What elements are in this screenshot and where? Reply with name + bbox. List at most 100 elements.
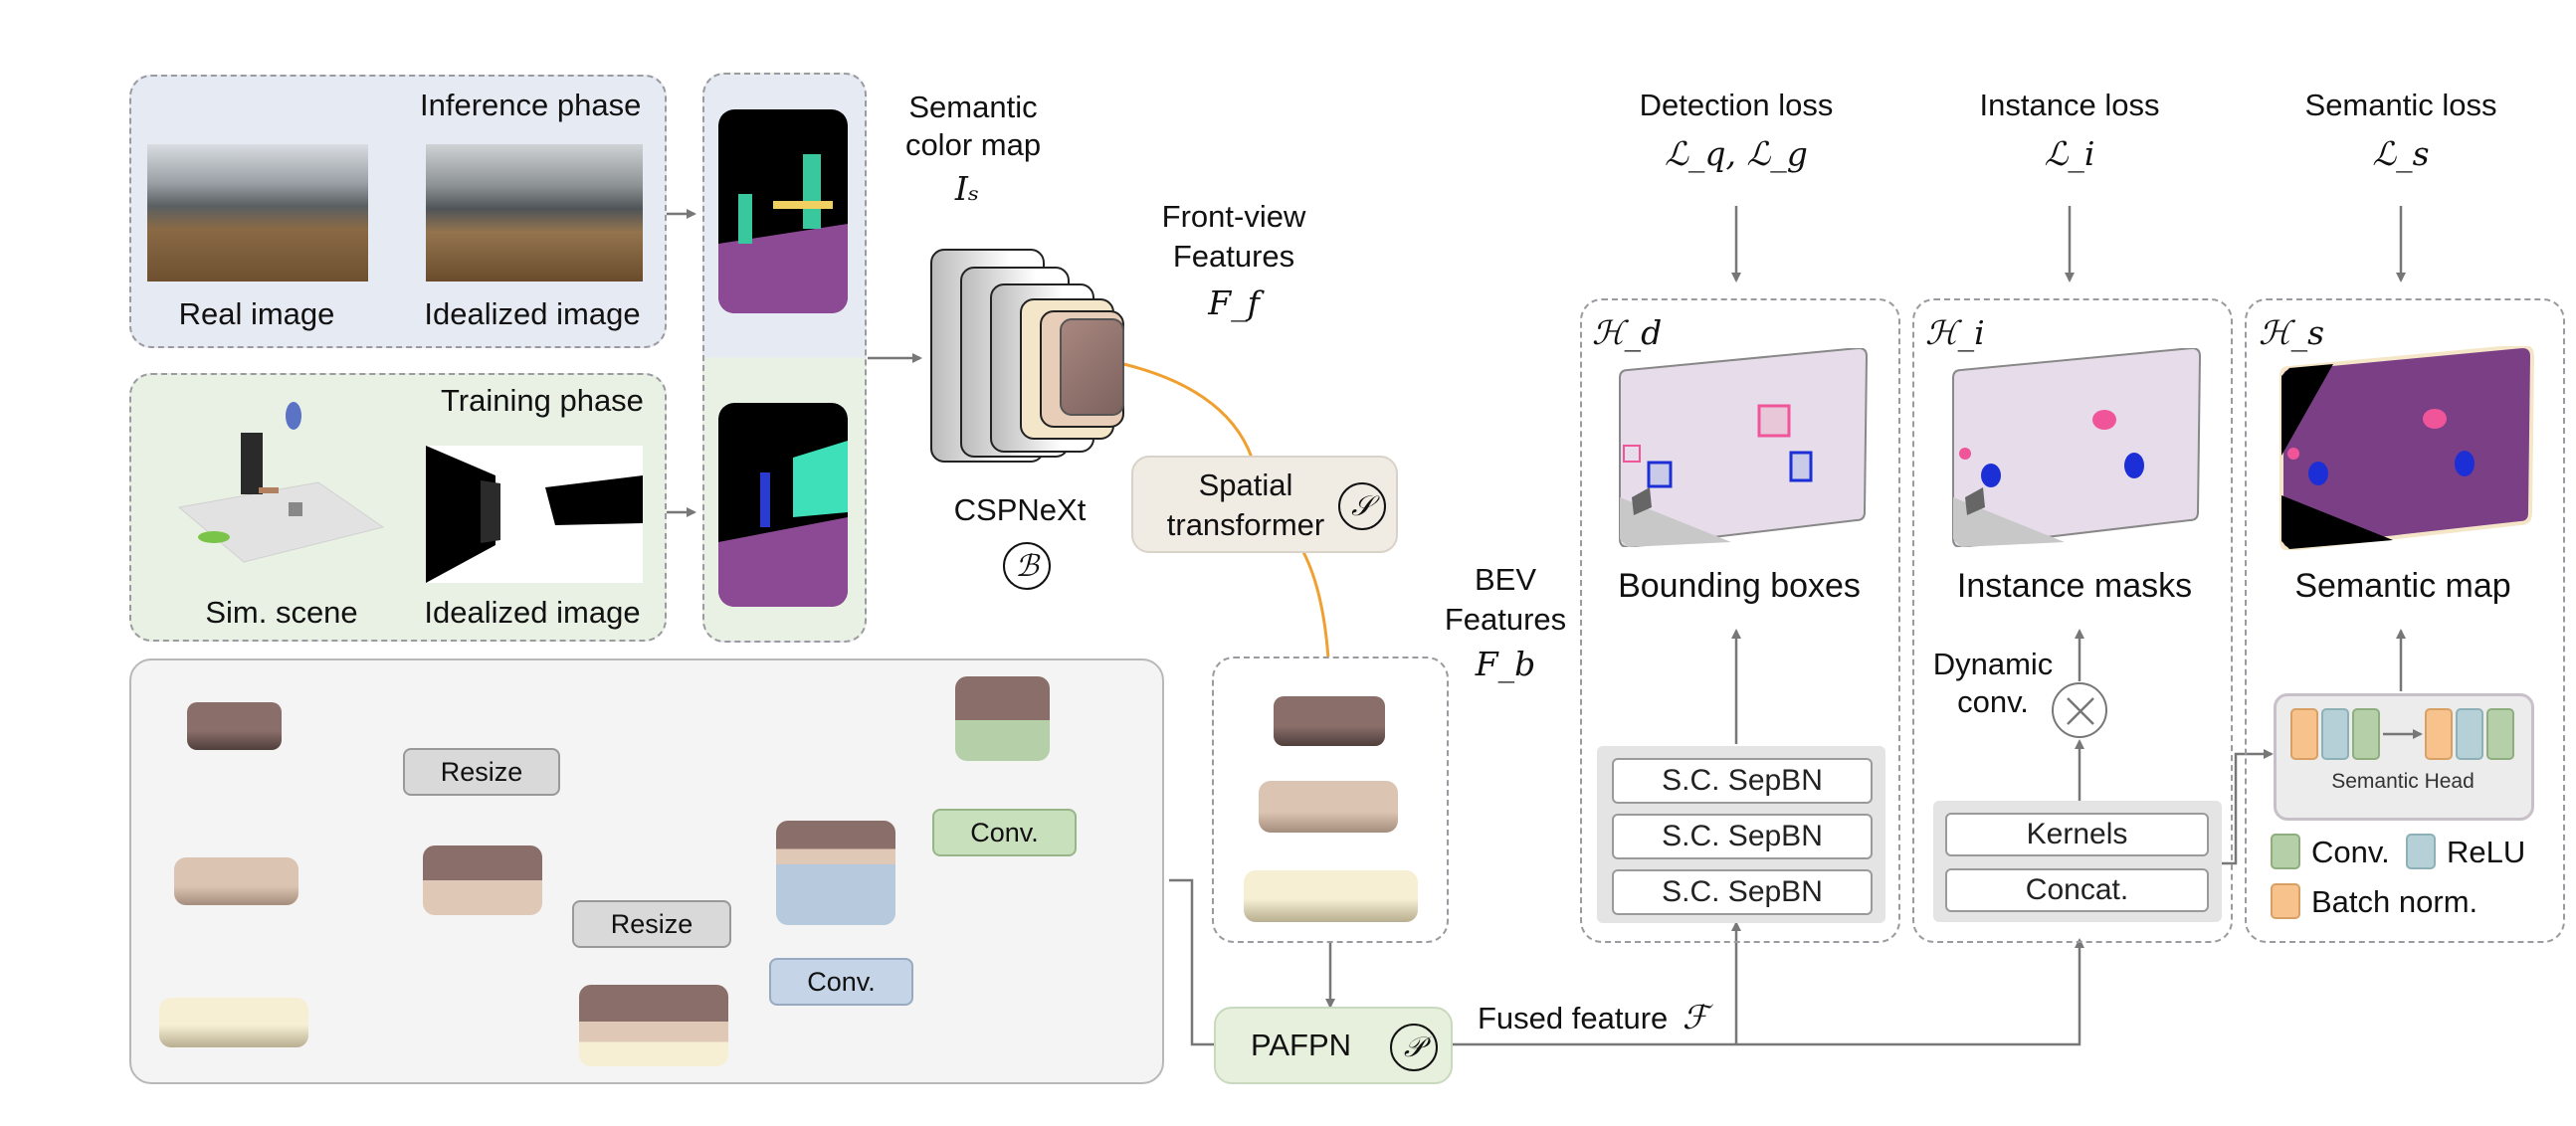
spatial-transformer-label-2: transformer: [1166, 507, 1325, 542]
sim-scene-image: [149, 398, 388, 592]
idealized-image-sim: [426, 446, 643, 583]
inference-phase-label: Inference phase: [420, 88, 642, 122]
legend-bn-label: Batch norm.: [2311, 884, 2478, 919]
semantic-color-map-symbol: Iₛ: [954, 169, 980, 208]
orange-arrow-to-transformer: [1118, 361, 1254, 459]
front-view-label-1: Front-view: [1161, 199, 1306, 234]
bev-symbol: F_b: [1475, 645, 1536, 683]
semantic-head-panel: [2245, 298, 2565, 943]
legend-conv-swatch: [2271, 834, 2300, 869]
neck-input-small: [187, 702, 282, 750]
idealized-image-label-1: Idealized image: [424, 296, 641, 331]
idealized-image-label-2: Idealized image: [424, 595, 641, 630]
detection-head-panel: [1580, 298, 1900, 943]
dynamic-conv-operator-icon: [2052, 682, 2107, 738]
concat-layer: Concat.: [1945, 868, 2209, 912]
spatial-transformer-label-1: Spatial: [1198, 468, 1293, 502]
neck-input-large: [159, 998, 308, 1047]
bev-label-1: BEV: [1474, 562, 1537, 597]
real-image: [147, 144, 368, 282]
semantic-sim-drawing: [718, 403, 848, 607]
legend-bn-swatch: [2271, 883, 2300, 919]
sepbn-layer-2: S.C. SepBN: [1612, 814, 1873, 859]
detection-head-symbol: ℋ_d: [1592, 313, 1663, 352]
bounding-boxes-label: Bounding boxes: [1618, 567, 1861, 605]
conv-button-green: Conv.: [932, 809, 1077, 856]
semantic-color-map-real: [718, 109, 848, 313]
semantic-color-map-sim: [718, 403, 848, 607]
semhead-bn-1: [2290, 708, 2318, 760]
semantic-head-symbol: ℋ_s: [2259, 313, 2325, 352]
semhead-conv-2: [2486, 708, 2514, 760]
semhead-bn-2: [2425, 708, 2453, 760]
training-phase-label: Training phase: [441, 383, 644, 418]
pafpn-symbol: 𝒫: [1390, 1024, 1438, 1071]
sim-ideal-drawing: [426, 446, 643, 583]
instance-masks-drawing: [1952, 348, 2202, 547]
pafpn-label: PAFPN: [1251, 1028, 1352, 1062]
semhead-relu-1: [2321, 708, 2349, 760]
neck-stack: [776, 821, 895, 925]
instance-masks-label: Instance masks: [1956, 567, 2193, 605]
semantic-color-map-label-2: color map: [904, 127, 1042, 162]
semhead-relu-2: [2456, 708, 2483, 760]
front-view-label-2: Features: [1172, 239, 1295, 274]
legend-relu-swatch: [2406, 834, 2436, 869]
dynamic-conv-label-1: Dynamic: [1932, 647, 2054, 681]
detection-loss-label: Detection loss: [1639, 88, 1834, 122]
legend-relu-label: ReLU: [2447, 835, 2526, 869]
neck-merged-mid: [423, 845, 542, 915]
bev-feature-large: [1244, 870, 1418, 922]
semantic-color-map-label-1: Semantic: [908, 90, 1038, 124]
backbone-layer-6: [1060, 318, 1124, 416]
spatial-transformer-symbol-text: 𝒮: [1351, 489, 1373, 522]
instance-masks-output: [1945, 348, 2204, 547]
sim-scene-label: Sim. scene: [205, 595, 358, 630]
semantic-real-drawing: [718, 109, 848, 313]
instance-loss-symbol: ℒ_i: [2044, 134, 2095, 173]
legend-conv-label: Conv.: [2311, 835, 2390, 869]
idealized-image-office: [426, 144, 643, 282]
spatial-transformer-symbol: 𝒮: [1338, 482, 1386, 530]
instance-head-panel: [1912, 298, 2233, 943]
fused-feature-text: Fused feature: [1478, 1001, 1669, 1035]
line-fused-feature: [1453, 938, 2084, 1046]
bev-label-2: Features: [1444, 602, 1567, 637]
kernels-layer: Kernels: [1945, 813, 2209, 856]
detection-loss-symbol: ℒ_q, ℒ_g: [1665, 134, 1808, 173]
semantic-loss-label: Semantic loss: [2304, 88, 2497, 122]
resize-button-2: Resize: [572, 900, 731, 948]
semantic-map-drawing: [2279, 346, 2535, 550]
dynamic-conv-label-2: conv.: [1957, 684, 2029, 719]
backbone-symbol: ℬ: [1003, 542, 1051, 590]
sim-scene-drawing: [177, 402, 385, 563]
fused-feature-symbol: ℱ: [1682, 998, 1708, 1036]
bounding-boxes-drawing: [1619, 348, 1869, 547]
times-icon: [2067, 697, 2094, 725]
semantic-loss-symbol: ℒ_s: [2372, 134, 2430, 173]
bounding-boxes-output: [1612, 348, 1871, 547]
instance-loss-label: Instance loss: [1979, 88, 2160, 122]
neck-merged-bottom: [579, 985, 728, 1066]
backbone-symbol-text: ℬ: [1015, 548, 1039, 584]
bev-feature-small: [1274, 696, 1385, 746]
sepbn-layer-3: S.C. SepBN: [1612, 869, 1873, 915]
neck-input-mid: [174, 857, 298, 905]
semantic-head-label: Semantic Head: [2331, 770, 2475, 793]
sepbn-layer-1: S.C. SepBN: [1612, 758, 1873, 804]
fused-feature-label: Fused feature ℱ: [1478, 998, 1708, 1036]
conv-button-blue: Conv.: [769, 958, 913, 1006]
backbone-label: CSPNeXt: [953, 492, 1087, 527]
front-view-symbol: F_f: [1208, 283, 1260, 322]
semantic-map-output: [2274, 346, 2537, 550]
pafpn-symbol-text: 𝒫: [1403, 1031, 1425, 1063]
instance-head-symbol: ℋ_i: [1925, 313, 1985, 352]
real-image-label: Real image: [178, 296, 335, 331]
arrow-concat-to-semhead: [2211, 749, 2274, 865]
bev-feature-mid: [1259, 781, 1398, 833]
resize-button-1: Resize: [403, 748, 560, 796]
neck-concat: [955, 676, 1050, 761]
line-neck-to-pafpn: [1169, 878, 1214, 1046]
